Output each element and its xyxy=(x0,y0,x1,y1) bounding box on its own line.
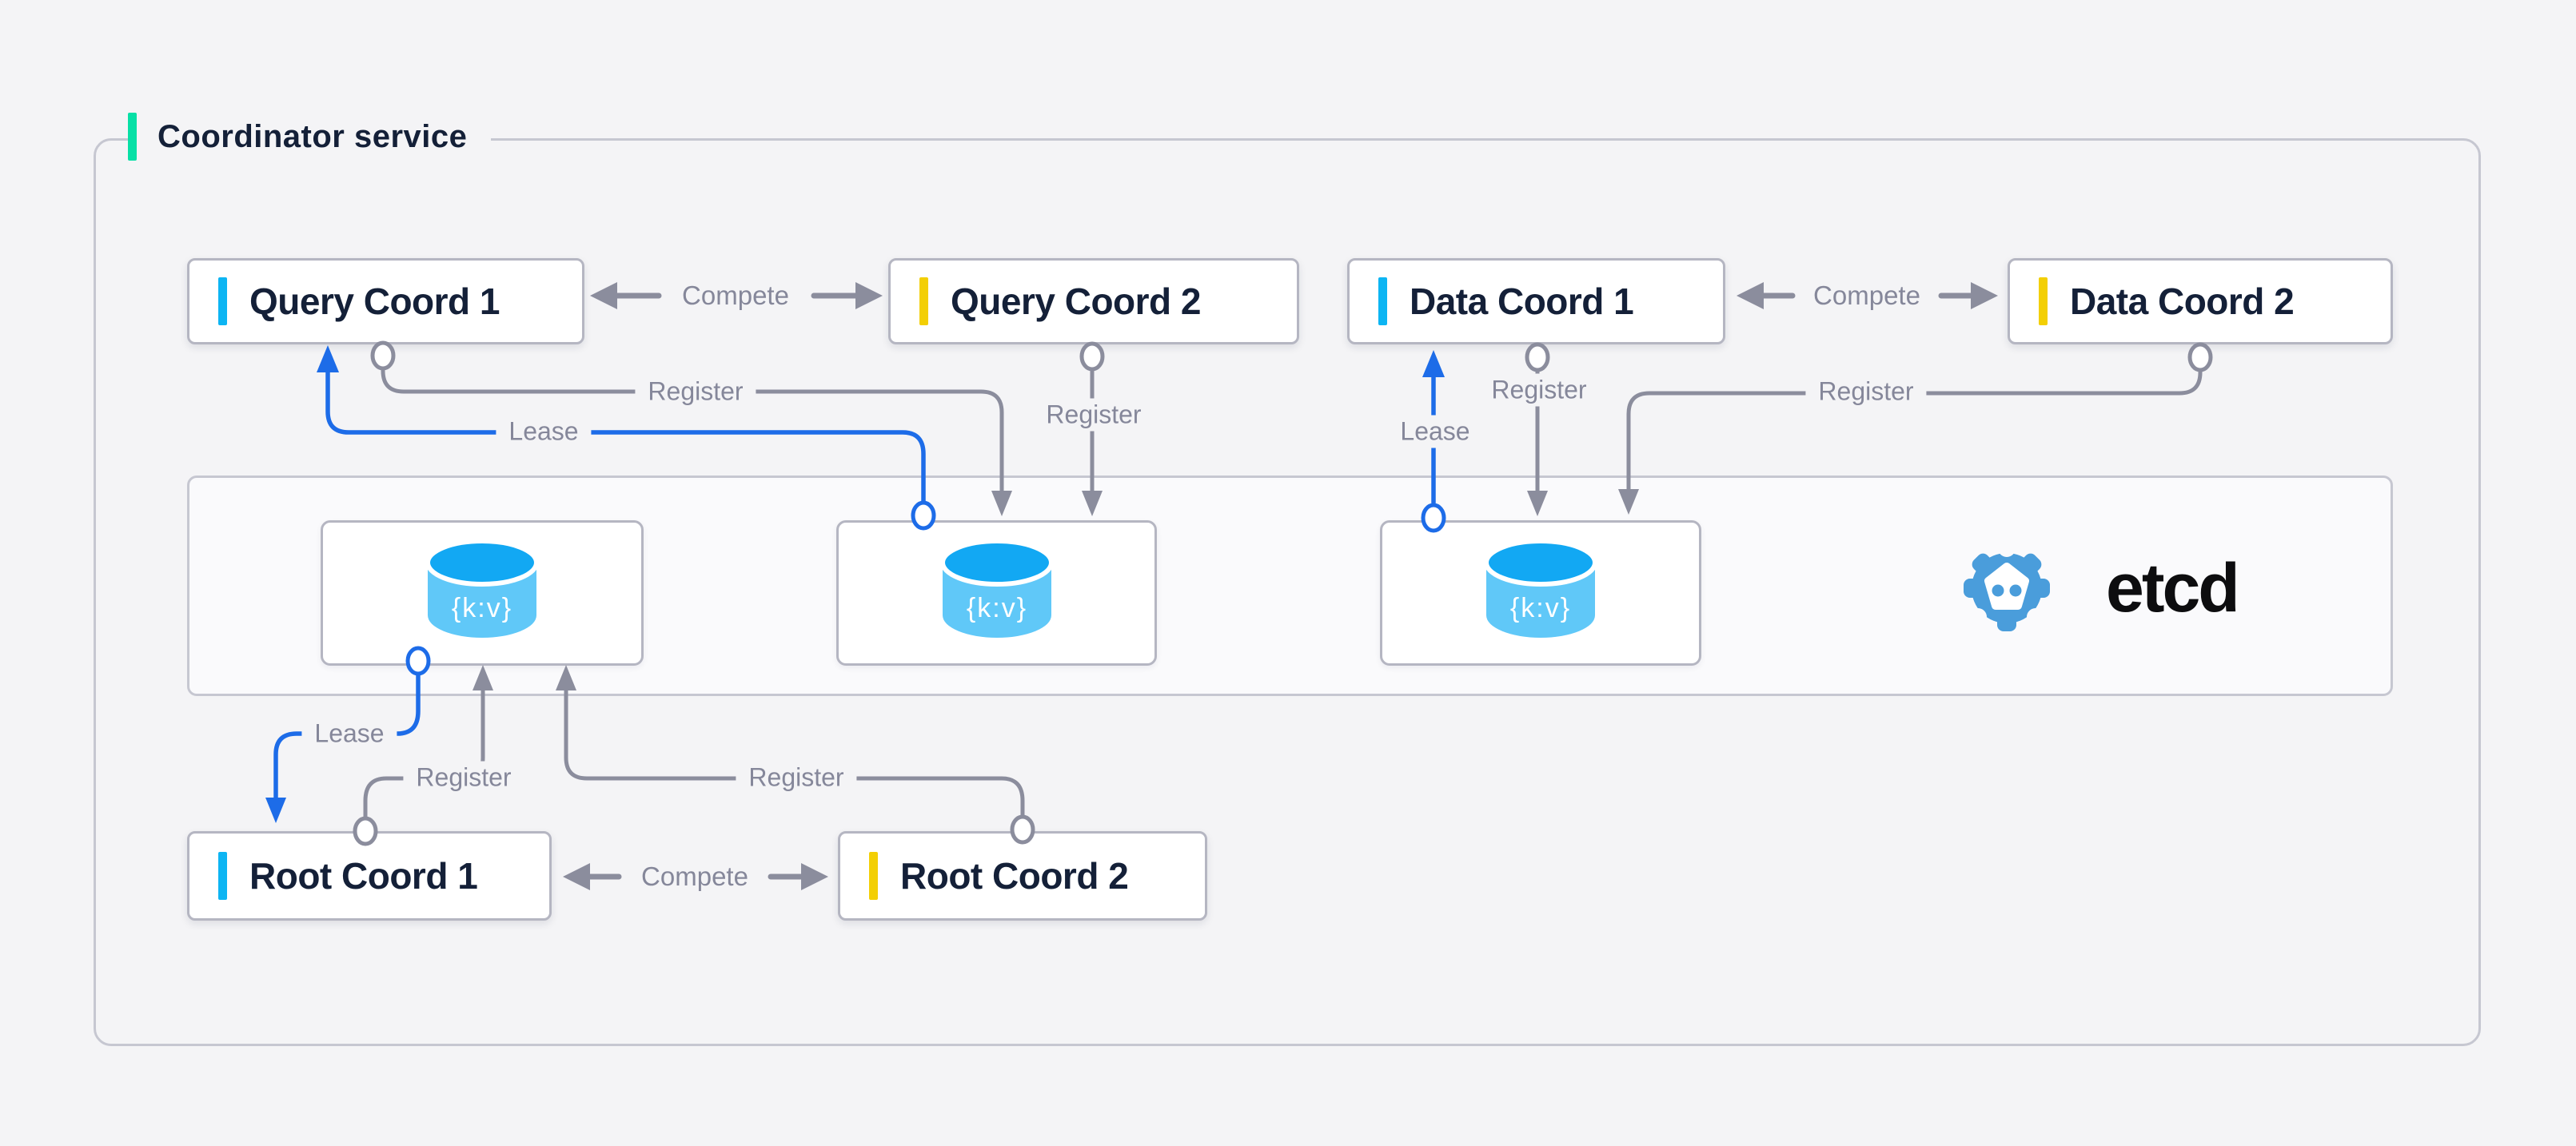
edge-label-compete-data: Compete xyxy=(1813,281,1920,310)
kv-store-2: {k:v} xyxy=(836,520,1157,666)
database-cylinder-icon: {k:v} xyxy=(1484,538,1597,638)
node-label: Data Coord 2 xyxy=(2070,281,2295,322)
node-root-coord-1: Root Coord 1 xyxy=(187,831,552,921)
etcd-container: {k:v} {k:v} {k:v} xyxy=(187,476,2393,696)
node-query-coord-1: Query Coord 1 xyxy=(187,258,584,344)
accent-bar-yellow xyxy=(919,277,928,325)
node-data-coord-2: Data Coord 2 xyxy=(2008,258,2393,344)
accent-bar-yellow xyxy=(869,852,878,900)
node-label: Query Coord 2 xyxy=(951,281,1202,322)
kv-label: {k:v} xyxy=(452,593,512,623)
accent-bar-yellow xyxy=(2039,277,2048,325)
accent-bar-cyan xyxy=(218,852,227,900)
node-label: Data Coord 1 xyxy=(1410,281,1634,322)
edge-label-lease-root1: Lease xyxy=(301,717,397,750)
title-accent-bar xyxy=(128,113,137,161)
edge-label-register-data2: Register xyxy=(1805,375,1927,408)
node-data-coord-1: Data Coord 1 xyxy=(1347,258,1725,344)
edge-label-register-root1: Register xyxy=(403,761,524,794)
kv-store-3: {k:v} xyxy=(1380,520,1701,666)
edge-label-lease-query1: Lease xyxy=(496,415,592,448)
database-cylinder-icon: {k:v} xyxy=(939,538,1054,638)
diagram-title: Coordinator service xyxy=(128,110,492,163)
node-root-coord-2: Root Coord 2 xyxy=(838,831,1207,921)
database-cylinder-icon: {k:v} xyxy=(425,538,539,638)
kv-store-1: {k:v} xyxy=(321,520,644,666)
edge-label-compete-root: Compete xyxy=(641,861,748,891)
etcd-name: etcd xyxy=(2106,549,2240,627)
node-label: Root Coord 1 xyxy=(249,855,478,897)
edge-label-register-root2: Register xyxy=(736,761,857,794)
edge-label-register-query1: Register xyxy=(635,375,756,408)
page-title: Coordinator service xyxy=(158,118,468,154)
edge-label-compete-query: Compete xyxy=(682,281,789,310)
kv-label: {k:v} xyxy=(1510,593,1571,623)
coordinator-service-container xyxy=(94,138,2481,1046)
accent-bar-cyan xyxy=(1378,277,1387,325)
etcd-gear-icon xyxy=(1964,539,2050,631)
node-label: Query Coord 1 xyxy=(249,281,500,322)
node-label: Root Coord 2 xyxy=(900,855,1129,897)
edge-label-register-data1: Register xyxy=(1478,373,1600,407)
etcd-brand: etcd xyxy=(1957,478,2240,698)
node-query-coord-2: Query Coord 2 xyxy=(888,258,1299,344)
edge-label-lease-data1: Lease xyxy=(1387,415,1483,448)
accent-bar-cyan xyxy=(218,277,227,325)
edge-label-register-query2: Register xyxy=(1033,398,1154,432)
kv-label: {k:v} xyxy=(966,593,1027,623)
